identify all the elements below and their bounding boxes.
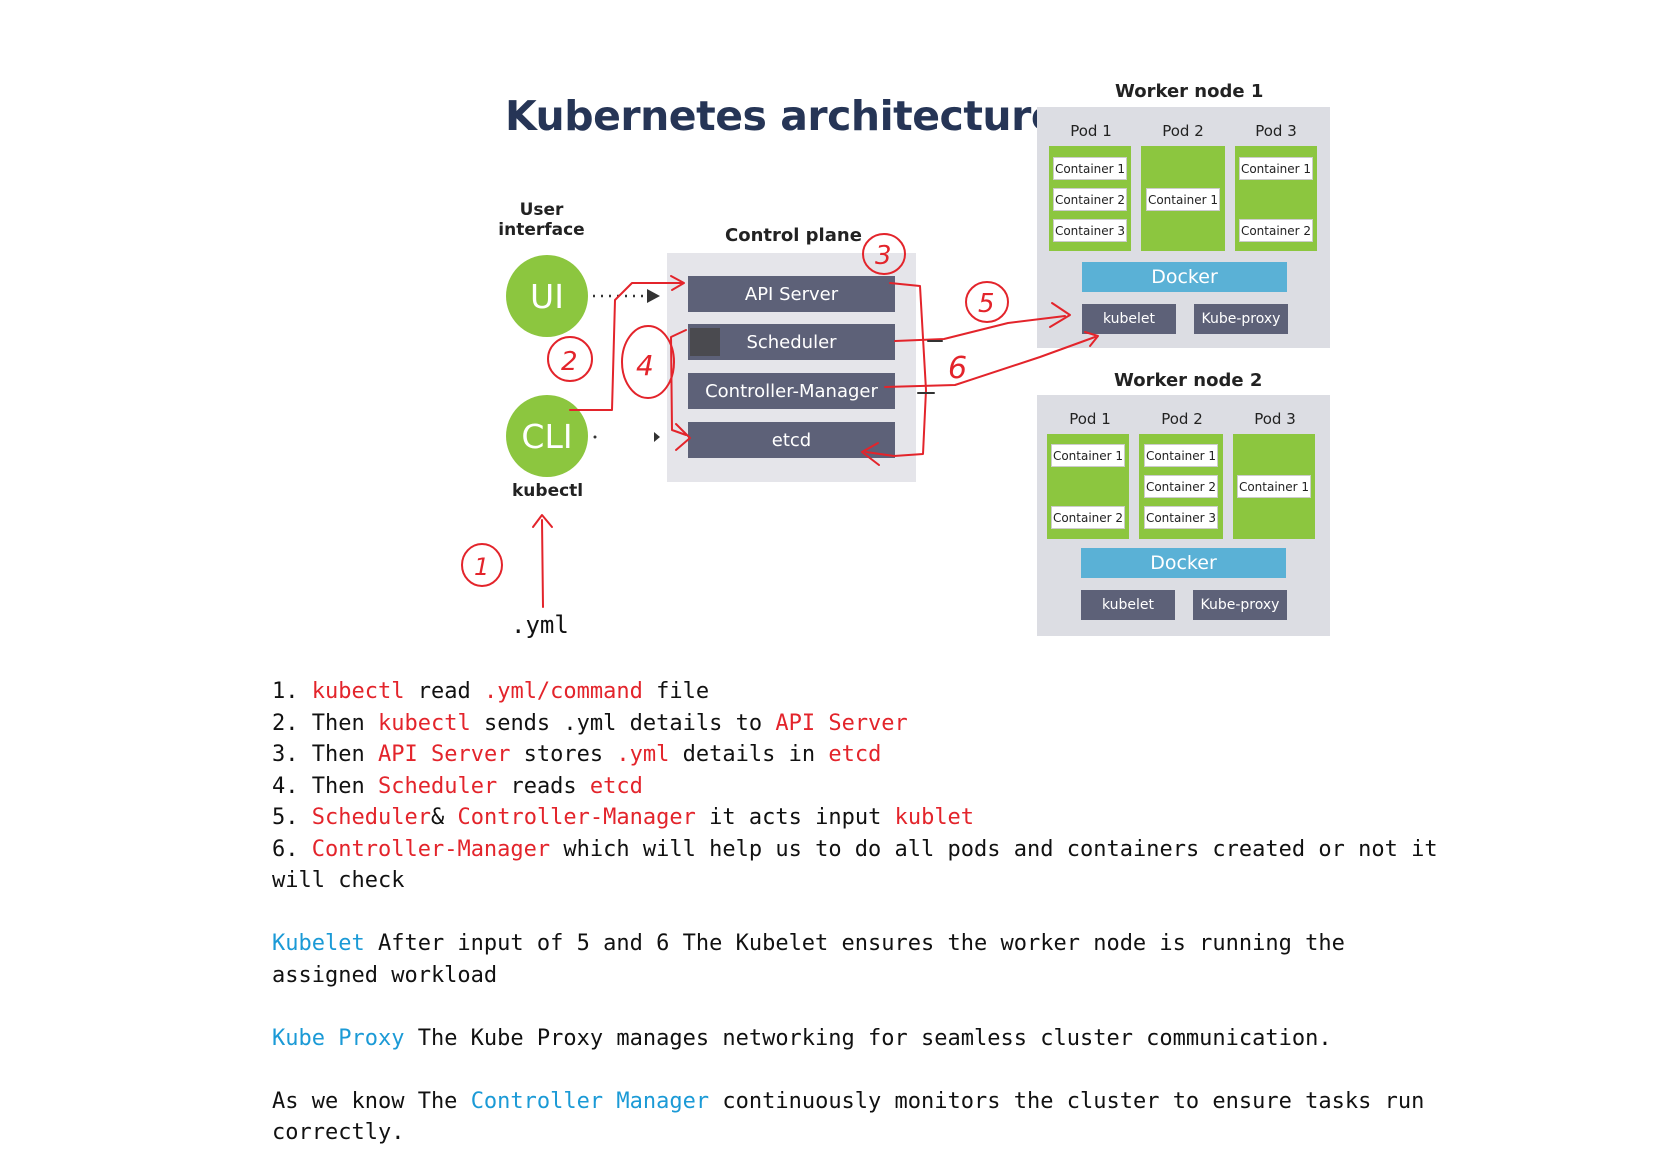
step-4: 4. Then Scheduler reads etcd — [272, 771, 1652, 803]
w2-p1-container: Container 2 — [1051, 506, 1125, 529]
step-number: 4. — [272, 773, 312, 799]
step-6: 6. Controller-Manager which will help us… — [272, 834, 1652, 866]
highlighted-term: .yml/command — [483, 679, 643, 704]
w2-docker: Docker — [1081, 548, 1286, 578]
w1-p1-container: Container 1 — [1053, 157, 1127, 180]
w1-kube-proxy: Kube-proxy — [1194, 304, 1288, 334]
w2-p2-container: Container 3 — [1144, 506, 1218, 529]
step-text: it acts input — [695, 805, 895, 830]
highlighted-term: API Server — [377, 742, 511, 767]
step-text: which will help us to do all pods and co… — [550, 836, 1438, 862]
kubelet-term: Kubelet — [272, 931, 365, 956]
api-server-bar: API Server — [688, 276, 895, 312]
w2-pod-1-label: Pod 1 — [1069, 410, 1111, 428]
step-number: 3. — [272, 742, 312, 767]
yml-label: .yml — [511, 611, 569, 639]
w1-pod-2-label: Pod 2 — [1162, 122, 1204, 140]
w2-kubelet: kubelet — [1081, 590, 1175, 620]
w2-p2-container: Container 1 — [1144, 444, 1218, 467]
w1-p3-container: Container 1 — [1239, 157, 1313, 180]
annotation-1 — [461, 543, 503, 587]
w1-p1-container: Container 3 — [1053, 219, 1127, 242]
diagram-title: Kubernetes architecture — [505, 92, 1059, 140]
w2-p2-container: Container 2 — [1144, 475, 1218, 498]
highlighted-term: kublet — [894, 805, 975, 830]
highlighted-term: .yml — [616, 742, 670, 767]
w2-pod-2-label: Pod 2 — [1161, 410, 1203, 428]
step-text: Then — [311, 710, 378, 736]
kubelet-note-cont: assigned workload — [272, 962, 498, 988]
w1-p3-container: Container 2 — [1239, 219, 1313, 242]
annotation-6-number: 6 — [948, 351, 967, 386]
etcd-bar: etcd — [688, 422, 895, 458]
step-text: read — [404, 679, 484, 704]
step-text: file — [642, 679, 710, 704]
ui-dotted-arrow — [593, 289, 660, 303]
highlighted-term: API Server — [775, 710, 908, 736]
annotation-2 — [547, 336, 593, 382]
kubelet-note: Kubelet After input of 5 and 6 The Kubel… — [272, 931, 1345, 956]
scheduler-bar: Scheduler — [688, 324, 895, 360]
w1-p1-container: Container 2 — [1053, 188, 1127, 211]
kubectl-label: kubectl — [512, 481, 584, 501]
step-2: 2. Then kubectl sends .yml details to AP… — [272, 708, 1652, 740]
w1-docker: Docker — [1082, 262, 1287, 292]
highlighted-term: Scheduler — [311, 805, 431, 830]
worker-node-1-label: Worker node 1 — [1115, 81, 1264, 102]
w2-p3-container: Container 1 — [1237, 475, 1311, 498]
step-6-continued: will check — [272, 868, 405, 893]
controller-manager-term: Controller Manager — [470, 1088, 710, 1114]
step-text: Then — [311, 742, 378, 767]
step-text: Then — [311, 773, 378, 799]
w1-pod-1-label: Pod 1 — [1070, 122, 1112, 140]
w2-pod-3-label: Pod 3 — [1254, 410, 1296, 428]
cli-circle: CLI — [506, 395, 588, 477]
highlighted-term: Controller-Manager — [457, 805, 696, 830]
annotation-1-number: 1 — [474, 553, 489, 581]
step-number: 1. — [272, 679, 312, 704]
highlighted-term: etcd — [828, 742, 882, 767]
step-text: & — [430, 805, 458, 830]
step-text: sends .yml details to — [470, 710, 776, 736]
w1-pod-3-label: Pod 3 — [1255, 122, 1297, 140]
arrow-yml-to-kubectl — [541, 519, 544, 608]
annotation-4-number: 4 — [636, 349, 654, 382]
kube-proxy-note: Kube Proxy The Kube Proxy manages networ… — [272, 1025, 1332, 1051]
step-1: 1. kubectl read .yml/command file — [272, 676, 1652, 708]
step-5: 5. Scheduler& Controller-Manager it acts… — [272, 802, 1652, 834]
step-number: 6. — [272, 836, 312, 862]
step-text: details in — [669, 742, 829, 767]
worker-node-2-label: Worker node 2 — [1114, 370, 1263, 391]
highlighted-term: kubectl — [311, 679, 405, 704]
controller-note-cont: correctly. — [272, 1120, 405, 1145]
controller-note: As we know The Controller Manager contin… — [272, 1088, 1425, 1114]
highlighted-term: kubectl — [377, 710, 471, 736]
user-interface-label: User interface — [498, 200, 585, 240]
step-3: 3. Then API Server stores .yml details i… — [272, 739, 1652, 771]
highlighted-term: Scheduler — [377, 773, 498, 799]
arrowhead-yml — [532, 514, 553, 528]
step-number: 5. — [272, 805, 312, 830]
cli-dotted-arrow — [593, 432, 660, 442]
highlighted-term: Controller-Manager — [311, 836, 551, 862]
w1-kubelet: kubelet — [1082, 304, 1176, 334]
w1-p2-container: Container 1 — [1146, 188, 1220, 211]
annotation-2-number: 2 — [561, 347, 578, 377]
annotation-5 — [965, 281, 1009, 323]
annotation-5-number: 5 — [978, 289, 995, 319]
step-number: 2. — [272, 710, 312, 736]
ui-circle: UI — [506, 255, 588, 337]
kube-proxy-term: Kube Proxy — [272, 1025, 405, 1051]
step-text: stores — [510, 742, 617, 767]
step-text: reads — [497, 773, 590, 799]
highlighted-term: etcd — [589, 773, 643, 799]
scheduler-marker — [690, 328, 720, 356]
w2-kube-proxy: Kube-proxy — [1193, 590, 1287, 620]
w2-p1-container: Container 1 — [1051, 444, 1125, 467]
control-plane-label: Control plane — [725, 225, 862, 246]
controller-manager-bar: Controller-Manager — [688, 373, 895, 409]
